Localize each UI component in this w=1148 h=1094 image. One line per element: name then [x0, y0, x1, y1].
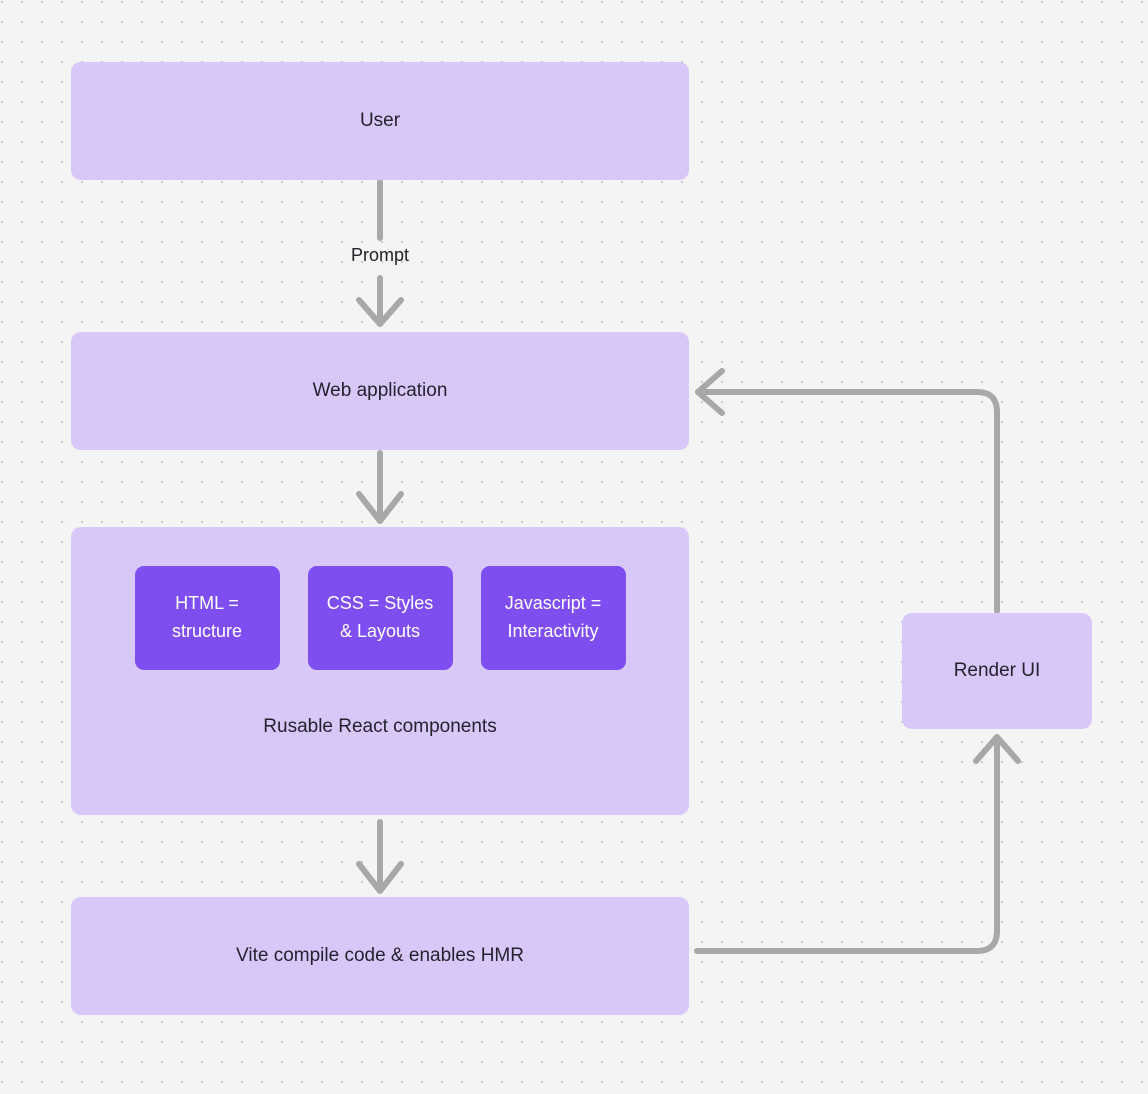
node-render-ui-label: Render UI	[953, 659, 1041, 681]
node-web-application-label: Web application	[312, 379, 448, 401]
edge-components-to-vite	[356, 819, 404, 894]
node-render-ui[interactable]: Render UI	[902, 613, 1092, 729]
node-user[interactable]: User	[71, 62, 689, 180]
inner-node-row: HTML = structure CSS = Styles & Layouts …	[71, 566, 689, 670]
node-react-components[interactable]: HTML = structure CSS = Styles & Layouts …	[71, 527, 689, 815]
edge-vite-to-render	[694, 734, 1021, 954]
node-vite-label: Vite compile code & enables HMR	[236, 944, 524, 966]
inner-node-html-label: HTML = structure	[171, 593, 243, 641]
node-react-components-label: Rusable React components	[263, 716, 497, 737]
edge-render-to-web	[695, 368, 1000, 614]
inner-node-css-label: CSS = Styles & Layouts	[326, 593, 434, 641]
node-user-label: User	[359, 109, 401, 131]
inner-node-html[interactable]: HTML = structure	[134, 566, 280, 670]
inner-node-javascript[interactable]: Javascript = Interactivity	[480, 566, 626, 670]
inner-node-css[interactable]: CSS = Styles & Layouts	[307, 566, 453, 670]
edge-label-prompt: Prompt	[350, 245, 410, 265]
edge-web-to-components	[356, 450, 404, 524]
inner-node-javascript-label: Javascript = Interactivity	[504, 593, 602, 641]
node-vite[interactable]: Vite compile code & enables HMR	[71, 897, 689, 1015]
node-web-application[interactable]: Web application	[71, 332, 689, 450]
